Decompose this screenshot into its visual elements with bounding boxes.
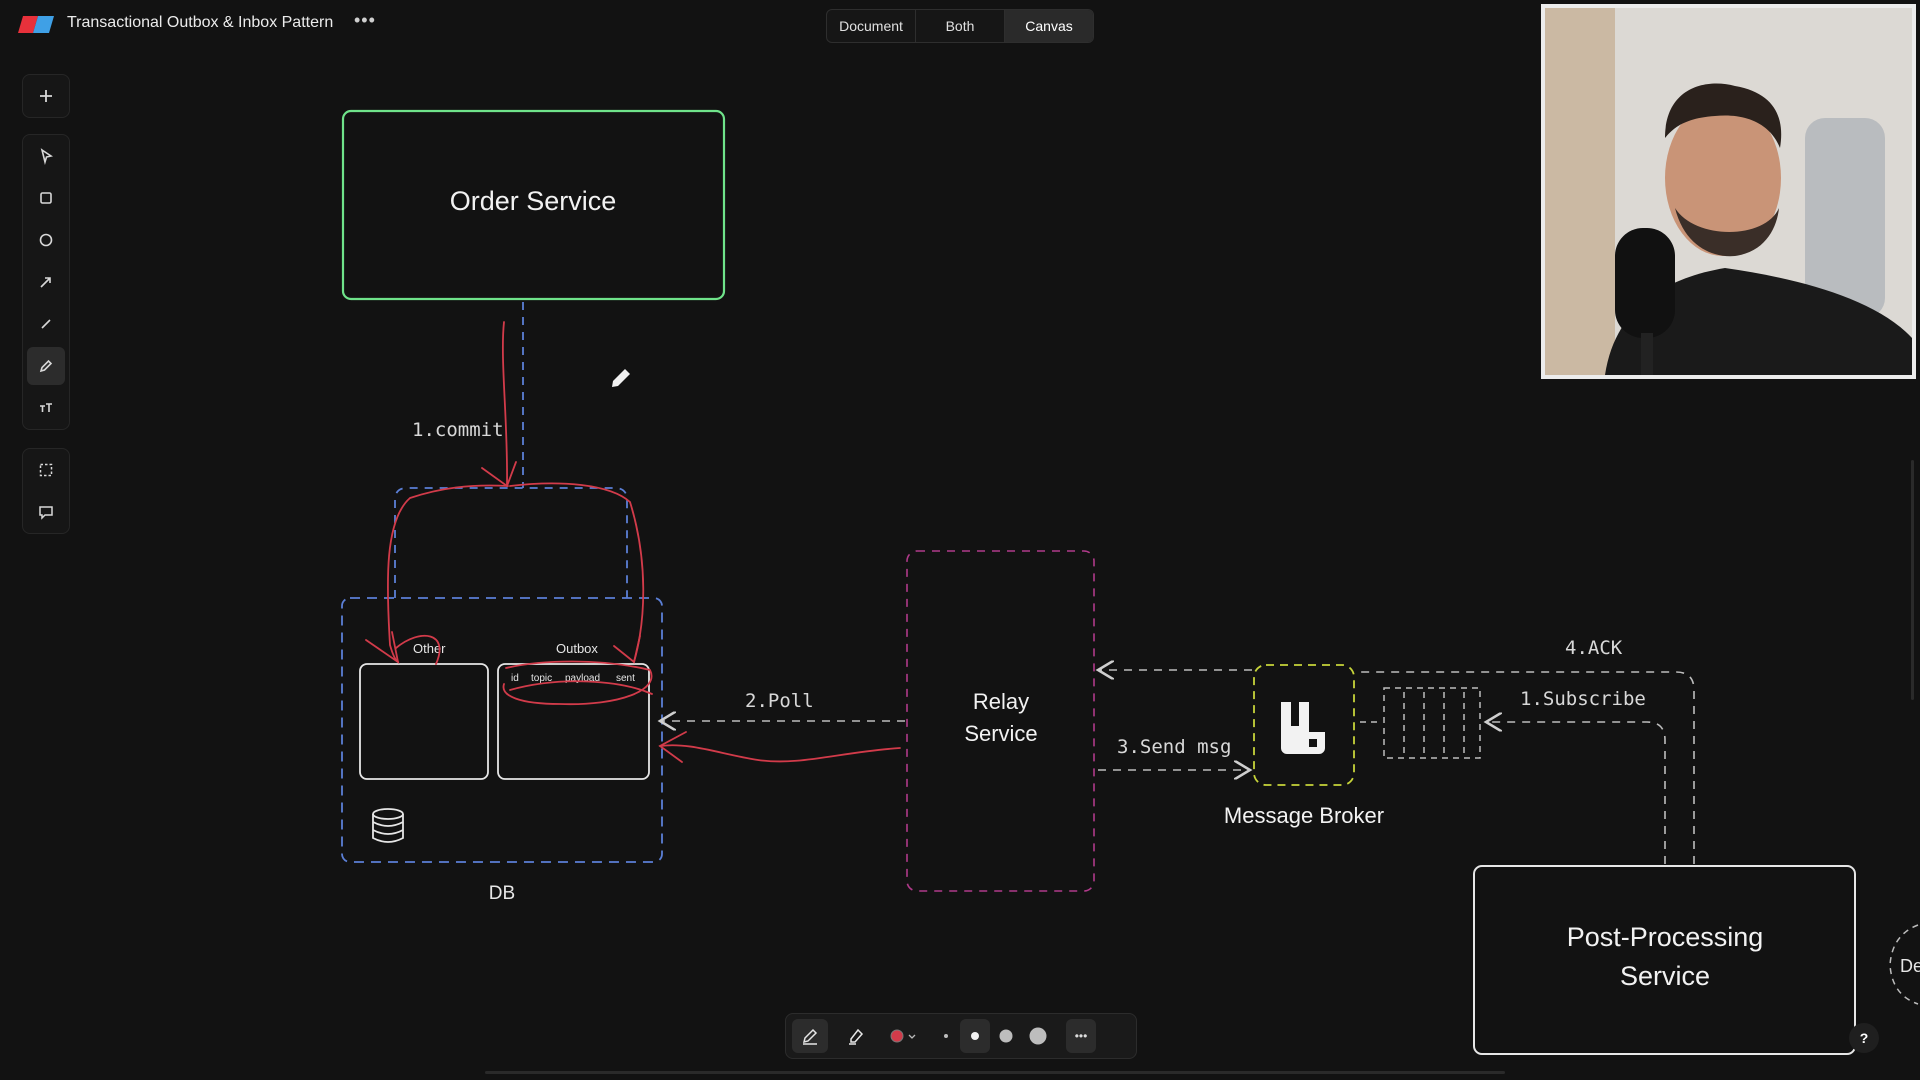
order-service-node[interactable]: Order Service (341, 109, 726, 301)
other-table-label: Other (413, 641, 446, 656)
view-mode-switch: Document Both Canvas (826, 9, 1094, 43)
brush-size-m[interactable] (990, 1019, 1022, 1053)
db-container[interactable]: Other Outbox id topic payload sent (341, 597, 663, 863)
app-logo-icon (18, 16, 54, 33)
relay-service-label-line1: Relay (973, 689, 1029, 714)
subscribe-connector (1486, 722, 1666, 864)
order-service-label: Order Service (450, 186, 617, 216)
add-tool-group (22, 74, 70, 118)
partial-node-edge (1889, 924, 1919, 1005)
rabbitmq-icon (1281, 702, 1325, 754)
message-broker-node[interactable] (1253, 664, 1355, 786)
frame-icon[interactable] (27, 451, 65, 489)
circle-icon[interactable] (27, 221, 65, 259)
highlighter-icon[interactable] (838, 1019, 874, 1053)
webcam-overlay (1541, 4, 1916, 379)
outbox-column-payload: payload (565, 673, 600, 684)
arrow-icon[interactable] (27, 263, 65, 301)
pen-icon[interactable] (792, 1019, 828, 1053)
ack-connector (1356, 671, 1695, 864)
frame-tools (22, 448, 70, 534)
cursor-arrow-icon[interactable] (27, 137, 65, 175)
pen-cursor-icon (612, 369, 630, 387)
comment-icon[interactable] (27, 493, 65, 531)
outbox-table-label: Outbox (556, 641, 598, 656)
send-msg-label: 3.Send msg (1117, 736, 1231, 758)
drawing-tools (22, 134, 70, 430)
toolbar-more-icon[interactable]: ••• (1066, 1019, 1096, 1053)
outbox-column-id: id (511, 673, 519, 684)
poll-label: 2.Poll (745, 690, 814, 712)
plus-icon[interactable] (27, 77, 65, 115)
document-title[interactable]: Transactional Outbox & Inbox Pattern (67, 14, 334, 31)
top-bar: Transactional Outbox & Inbox Pattern •••… (0, 0, 1540, 50)
other-table[interactable] (359, 663, 489, 780)
post-processing-service-node[interactable]: Post-Processing Service (1473, 865, 1856, 1055)
pencil-icon[interactable] (27, 347, 65, 385)
view-both-tab[interactable]: Both (916, 10, 1005, 42)
transaction-boundary (394, 487, 628, 598)
title-more-icon[interactable]: ••• (354, 10, 376, 30)
pen-options-toolbar: ••• (785, 1013, 1137, 1059)
outbox-column-sent: sent (616, 673, 635, 684)
red-annotations (365, 321, 901, 763)
square-icon[interactable] (27, 179, 65, 217)
partial-node-label: De (1900, 956, 1920, 976)
vertical-scrollbar[interactable] (1911, 460, 1914, 700)
message-broker-label: Message Broker (1224, 803, 1384, 828)
brush-size-xs[interactable] (932, 1019, 960, 1053)
ack-label: 4.ACK (1565, 637, 1623, 659)
brush-size-l[interactable] (1022, 1019, 1054, 1053)
post-processing-label-line1: Post-Processing (1567, 922, 1764, 952)
help-button[interactable]: ? (1849, 1023, 1879, 1053)
relay-service-node[interactable]: Relay Service (906, 550, 1095, 892)
brush-size-s[interactable] (960, 1019, 990, 1053)
outbox-table[interactable] (497, 663, 650, 780)
view-canvas-tab[interactable]: Canvas (1005, 10, 1093, 42)
outbox-column-topic: topic (531, 673, 552, 684)
view-document-tab[interactable]: Document (827, 10, 916, 42)
db-label: DB (489, 883, 515, 904)
color-swatch-icon[interactable] (884, 1019, 924, 1053)
horizontal-scrollbar[interactable] (485, 1071, 1505, 1074)
relay-service-label-line2: Service (964, 721, 1037, 746)
database-icon (372, 808, 404, 843)
presenter-video-icon (1545, 8, 1912, 375)
commit-label: 1.commit (412, 419, 504, 441)
post-processing-label-line2: Service (1620, 961, 1710, 991)
queue-icon (1360, 687, 1481, 759)
line-icon[interactable] (27, 305, 65, 343)
text-size-icon[interactable] (27, 389, 65, 427)
subscribe-label: 1.Subscribe (1520, 688, 1646, 710)
